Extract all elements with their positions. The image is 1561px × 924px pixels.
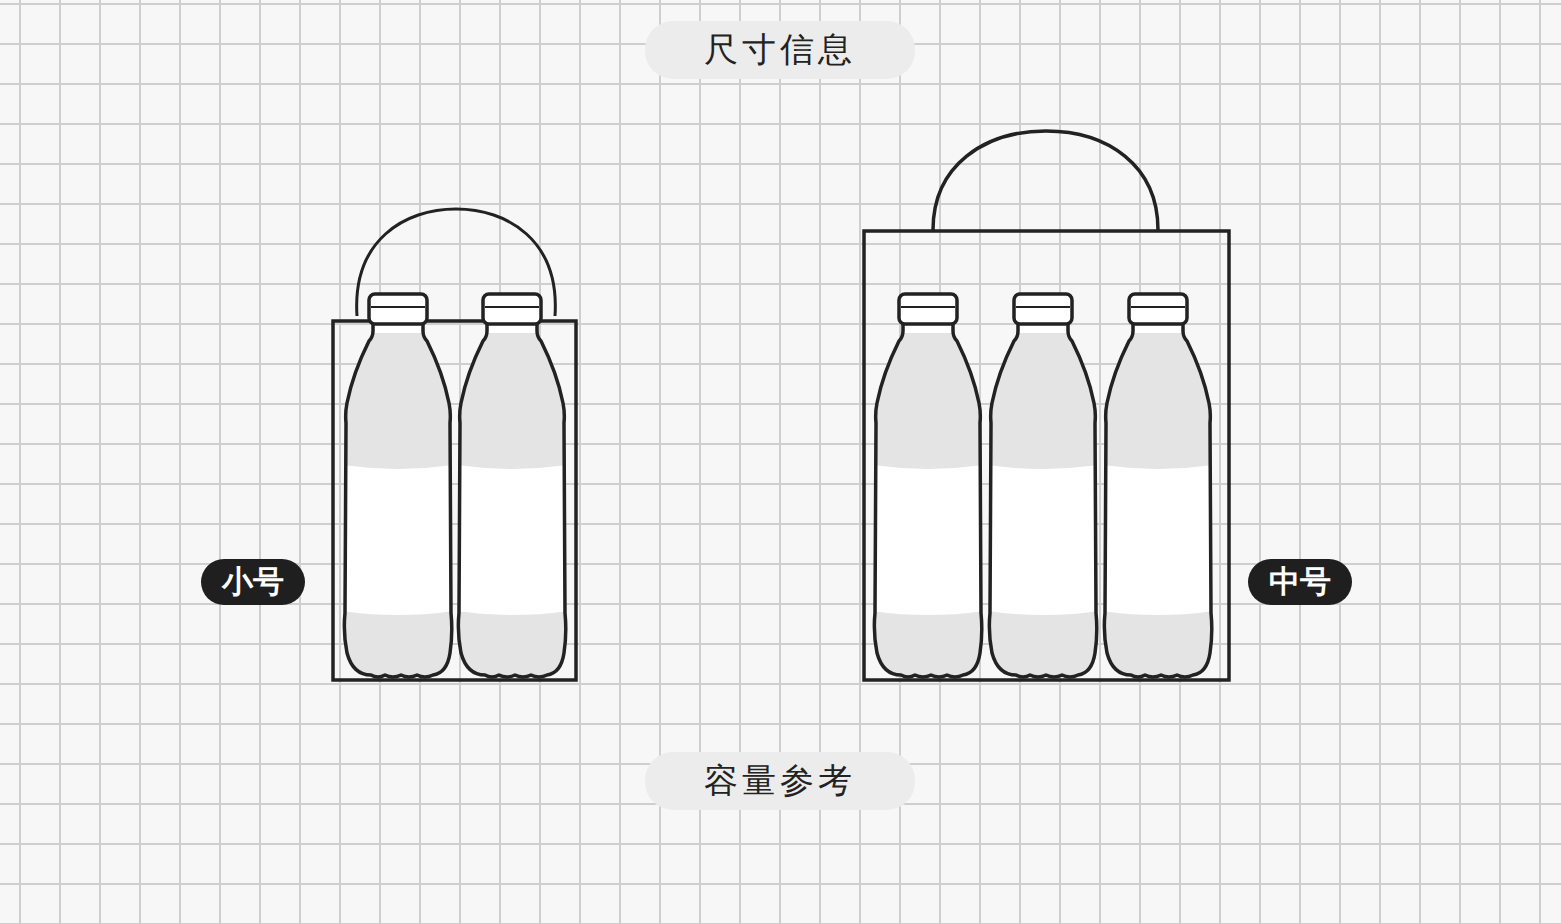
section-caption: 容量参考 xyxy=(645,752,915,810)
size-tag: 小号 xyxy=(201,559,305,605)
size-tag: 中号 xyxy=(1248,559,1352,605)
section-title: 尺寸信息 xyxy=(645,21,915,79)
